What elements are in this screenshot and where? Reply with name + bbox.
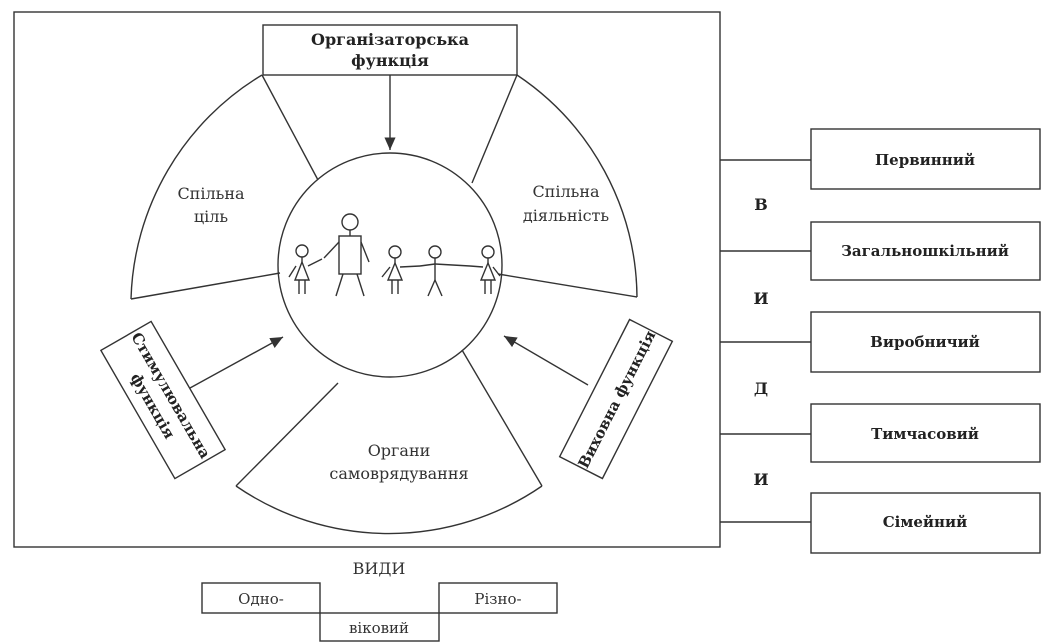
vertical-letter-2: И: [753, 289, 768, 308]
organizational-function-line2: функція: [351, 51, 429, 70]
type-box-school: [810, 221, 1041, 281]
age-types-title: ВИДИ: [353, 559, 406, 578]
organizational-function-line1: Організаторська: [311, 30, 469, 49]
vertical-letter-3: Д: [754, 379, 768, 398]
types-connectors: [720, 159, 811, 523]
outer-ring: [130, 74, 638, 535]
vertical-letter-4: И: [753, 470, 768, 489]
educational-function: Виховна функція: [558, 318, 674, 480]
common-activity-line1: Спільна: [532, 182, 600, 201]
age-box-age: [319, 612, 440, 642]
main-frame: [13, 11, 721, 548]
people-figures-icon: [288, 213, 501, 297]
age-box-same: [201, 582, 321, 614]
common-goal-line2: ціль: [194, 207, 229, 226]
sector-dividers: [130, 74, 638, 487]
stimulating-function: Стимулювальна функція: [99, 320, 227, 480]
self-government-line2: самоврядування: [329, 464, 468, 483]
vertical-letter-1: В: [754, 195, 768, 214]
type-family-label: Сімейний: [883, 513, 968, 531]
type-box-family: [810, 492, 1041, 554]
age-same-label: Одно-: [238, 590, 284, 608]
type-box-temporary: [810, 403, 1041, 463]
common-goal-line1: Спільна: [177, 184, 245, 203]
type-box-primary: [810, 128, 1041, 190]
age-different-label: Різно-: [474, 590, 521, 608]
type-school-label: Загальношкільний: [841, 242, 1009, 260]
type-primary-label: Первинний: [875, 151, 975, 169]
type-production-label: Виробничий: [870, 333, 980, 351]
type-temporary-label: Тимчасовий: [871, 425, 979, 443]
function-arrows: [189, 75, 589, 389]
age-bottom-label: віковий: [349, 619, 409, 637]
educational-function-box: [558, 318, 674, 480]
age-box-different: [438, 582, 558, 614]
organizational-function-box: [262, 24, 518, 76]
type-box-production: [810, 311, 1041, 373]
stimulating-function-box: [99, 320, 227, 480]
self-government-line1: Органи: [368, 441, 431, 460]
common-activity-line2: діяльність: [523, 206, 610, 225]
center-circle: [277, 152, 503, 378]
